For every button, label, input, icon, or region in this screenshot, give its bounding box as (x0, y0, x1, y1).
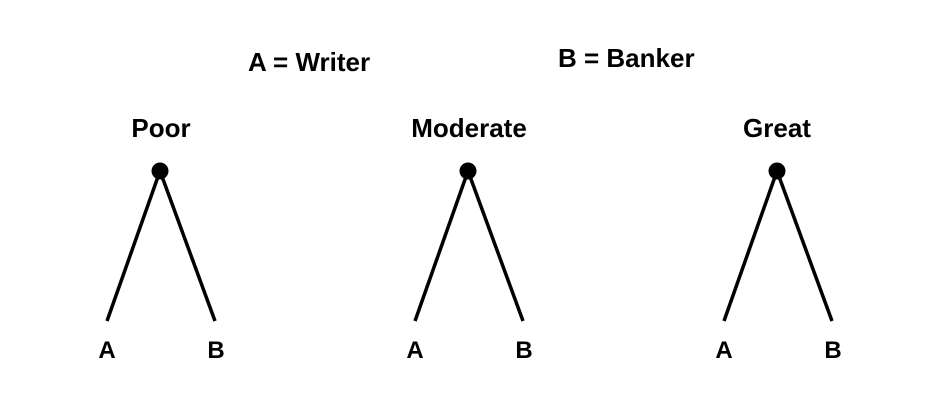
root-node (768, 162, 786, 180)
legend-writer: A = Writer (248, 47, 370, 77)
tree-title: Moderate (411, 113, 527, 143)
left-branch (105, 170, 162, 322)
right-branch (158, 170, 217, 322)
tree-poor: Poor A B (98, 113, 224, 364)
tree-title: Poor (131, 113, 190, 143)
root-node (459, 162, 477, 180)
leaf-label-left: A (98, 337, 115, 364)
left-branch (413, 170, 470, 322)
legend-banker: B = Banker (558, 43, 695, 73)
tree-title: Great (743, 113, 811, 143)
right-branch (466, 170, 525, 322)
tree-great: Great A B (715, 113, 841, 364)
tree-moderate: Moderate A B (406, 113, 532, 364)
leaf-label-right: B (515, 337, 532, 364)
leaf-label-right: B (207, 337, 224, 364)
left-branch (722, 170, 779, 322)
leaf-label-left: A (715, 337, 732, 364)
root-node (151, 162, 169, 180)
leaf-label-left: A (406, 337, 423, 364)
right-branch (775, 170, 834, 322)
leaf-label-right: B (824, 337, 841, 364)
